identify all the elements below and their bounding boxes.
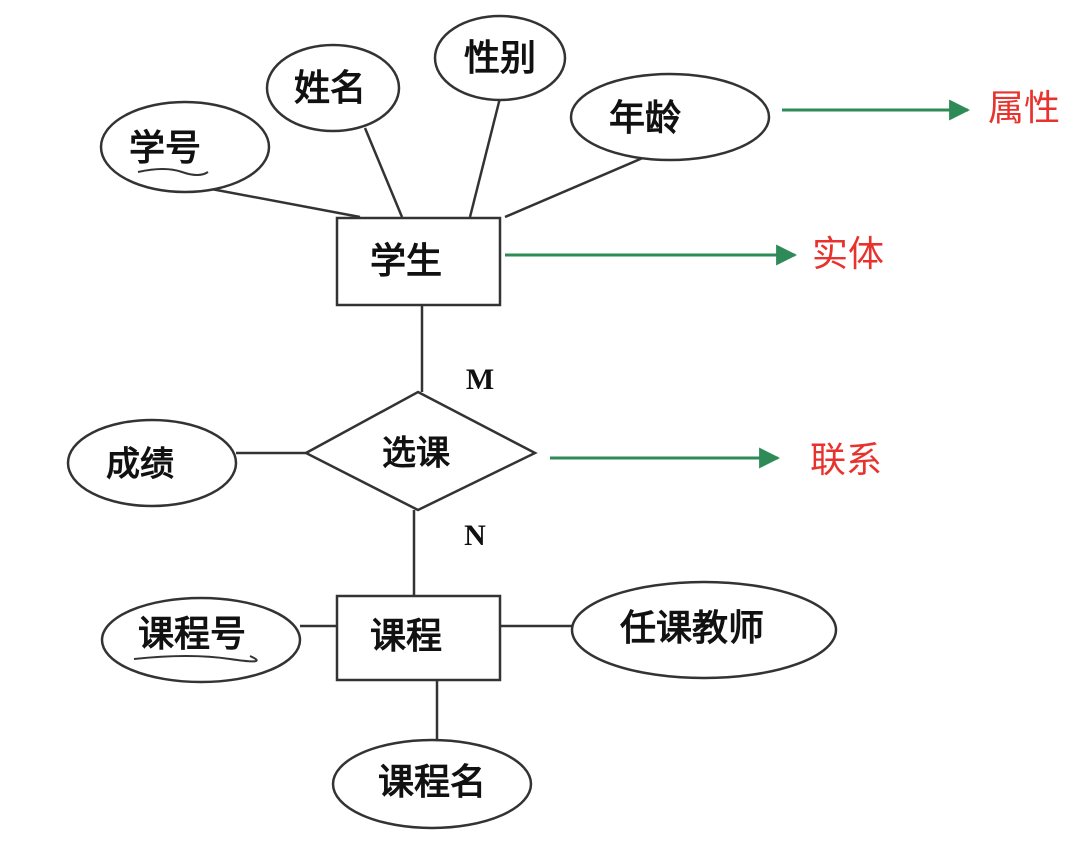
attr-age-ellipse: [569, 72, 771, 162]
course-id-key-underline: [133, 655, 258, 663]
entity-student-box: [335, 216, 502, 307]
attr-gender-ellipse: [433, 14, 567, 102]
legend-attribute-label: 属性: [988, 88, 1060, 129]
attr-grade-ellipse: [66, 418, 238, 508]
attr-name-ellipse: [265, 43, 401, 133]
entity-course-label: 课程: [370, 616, 442, 657]
relationship-enroll-diamond: [303, 390, 538, 512]
attr-student-id-ellipse: [99, 100, 271, 194]
attr-age-label: 年龄: [609, 98, 681, 139]
attr-course-name-label: 课程名: [378, 762, 486, 803]
legend-labels: 属性 实体 联系: [810, 88, 1060, 481]
attribute-shapes: [66, 14, 838, 830]
legend-relationship-label: 联系: [810, 440, 882, 481]
node-labels: 学号 姓名 性别 年龄 学生 选课 成绩 课程 课程号 任课教师 课程名: [106, 38, 764, 803]
relationship-enroll-label: 选课: [382, 434, 451, 474]
attr-course-id-label: 课程号: [138, 614, 246, 655]
link-age: [504, 155, 646, 219]
cardinality-m: M: [466, 363, 494, 396]
link-name: [363, 127, 404, 218]
attr-student-id-label: 学号: [129, 127, 201, 169]
attr-grade-label: 成绩: [106, 445, 174, 485]
entity-student-label: 学生: [370, 240, 442, 282]
attr-gender-label: 性别: [464, 38, 536, 79]
key-underlines: [133, 168, 258, 663]
attr-name-label: 姓名: [294, 68, 366, 109]
student-id-key-underline: [137, 168, 209, 176]
cardinality-n: N: [464, 519, 486, 552]
attr-course-name-ellipse: [331, 738, 533, 830]
legend-entity-label: 实体: [812, 234, 884, 275]
link-student-id: [205, 186, 361, 219]
attr-teacher-label: 任课教师: [620, 608, 764, 649]
link-gender: [468, 97, 502, 218]
attr-teacher-ellipse: [570, 580, 838, 680]
legend-arrows: [505, 99, 971, 469]
entity-course-box: [335, 594, 502, 682]
entity-shapes: [335, 216, 502, 682]
connector-lines: [205, 97, 646, 745]
